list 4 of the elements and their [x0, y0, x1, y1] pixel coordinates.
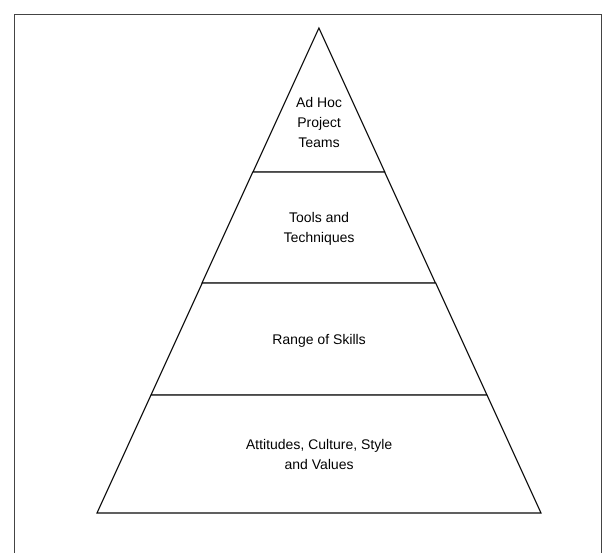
tier-label: Tools and Techniques: [282, 208, 356, 247]
tier-label: Ad Hoc Project Teams: [295, 93, 343, 152]
tier-label: Range of Skills: [271, 330, 367, 349]
tier-label: Attitudes, Culture, Style and Values: [244, 435, 394, 474]
